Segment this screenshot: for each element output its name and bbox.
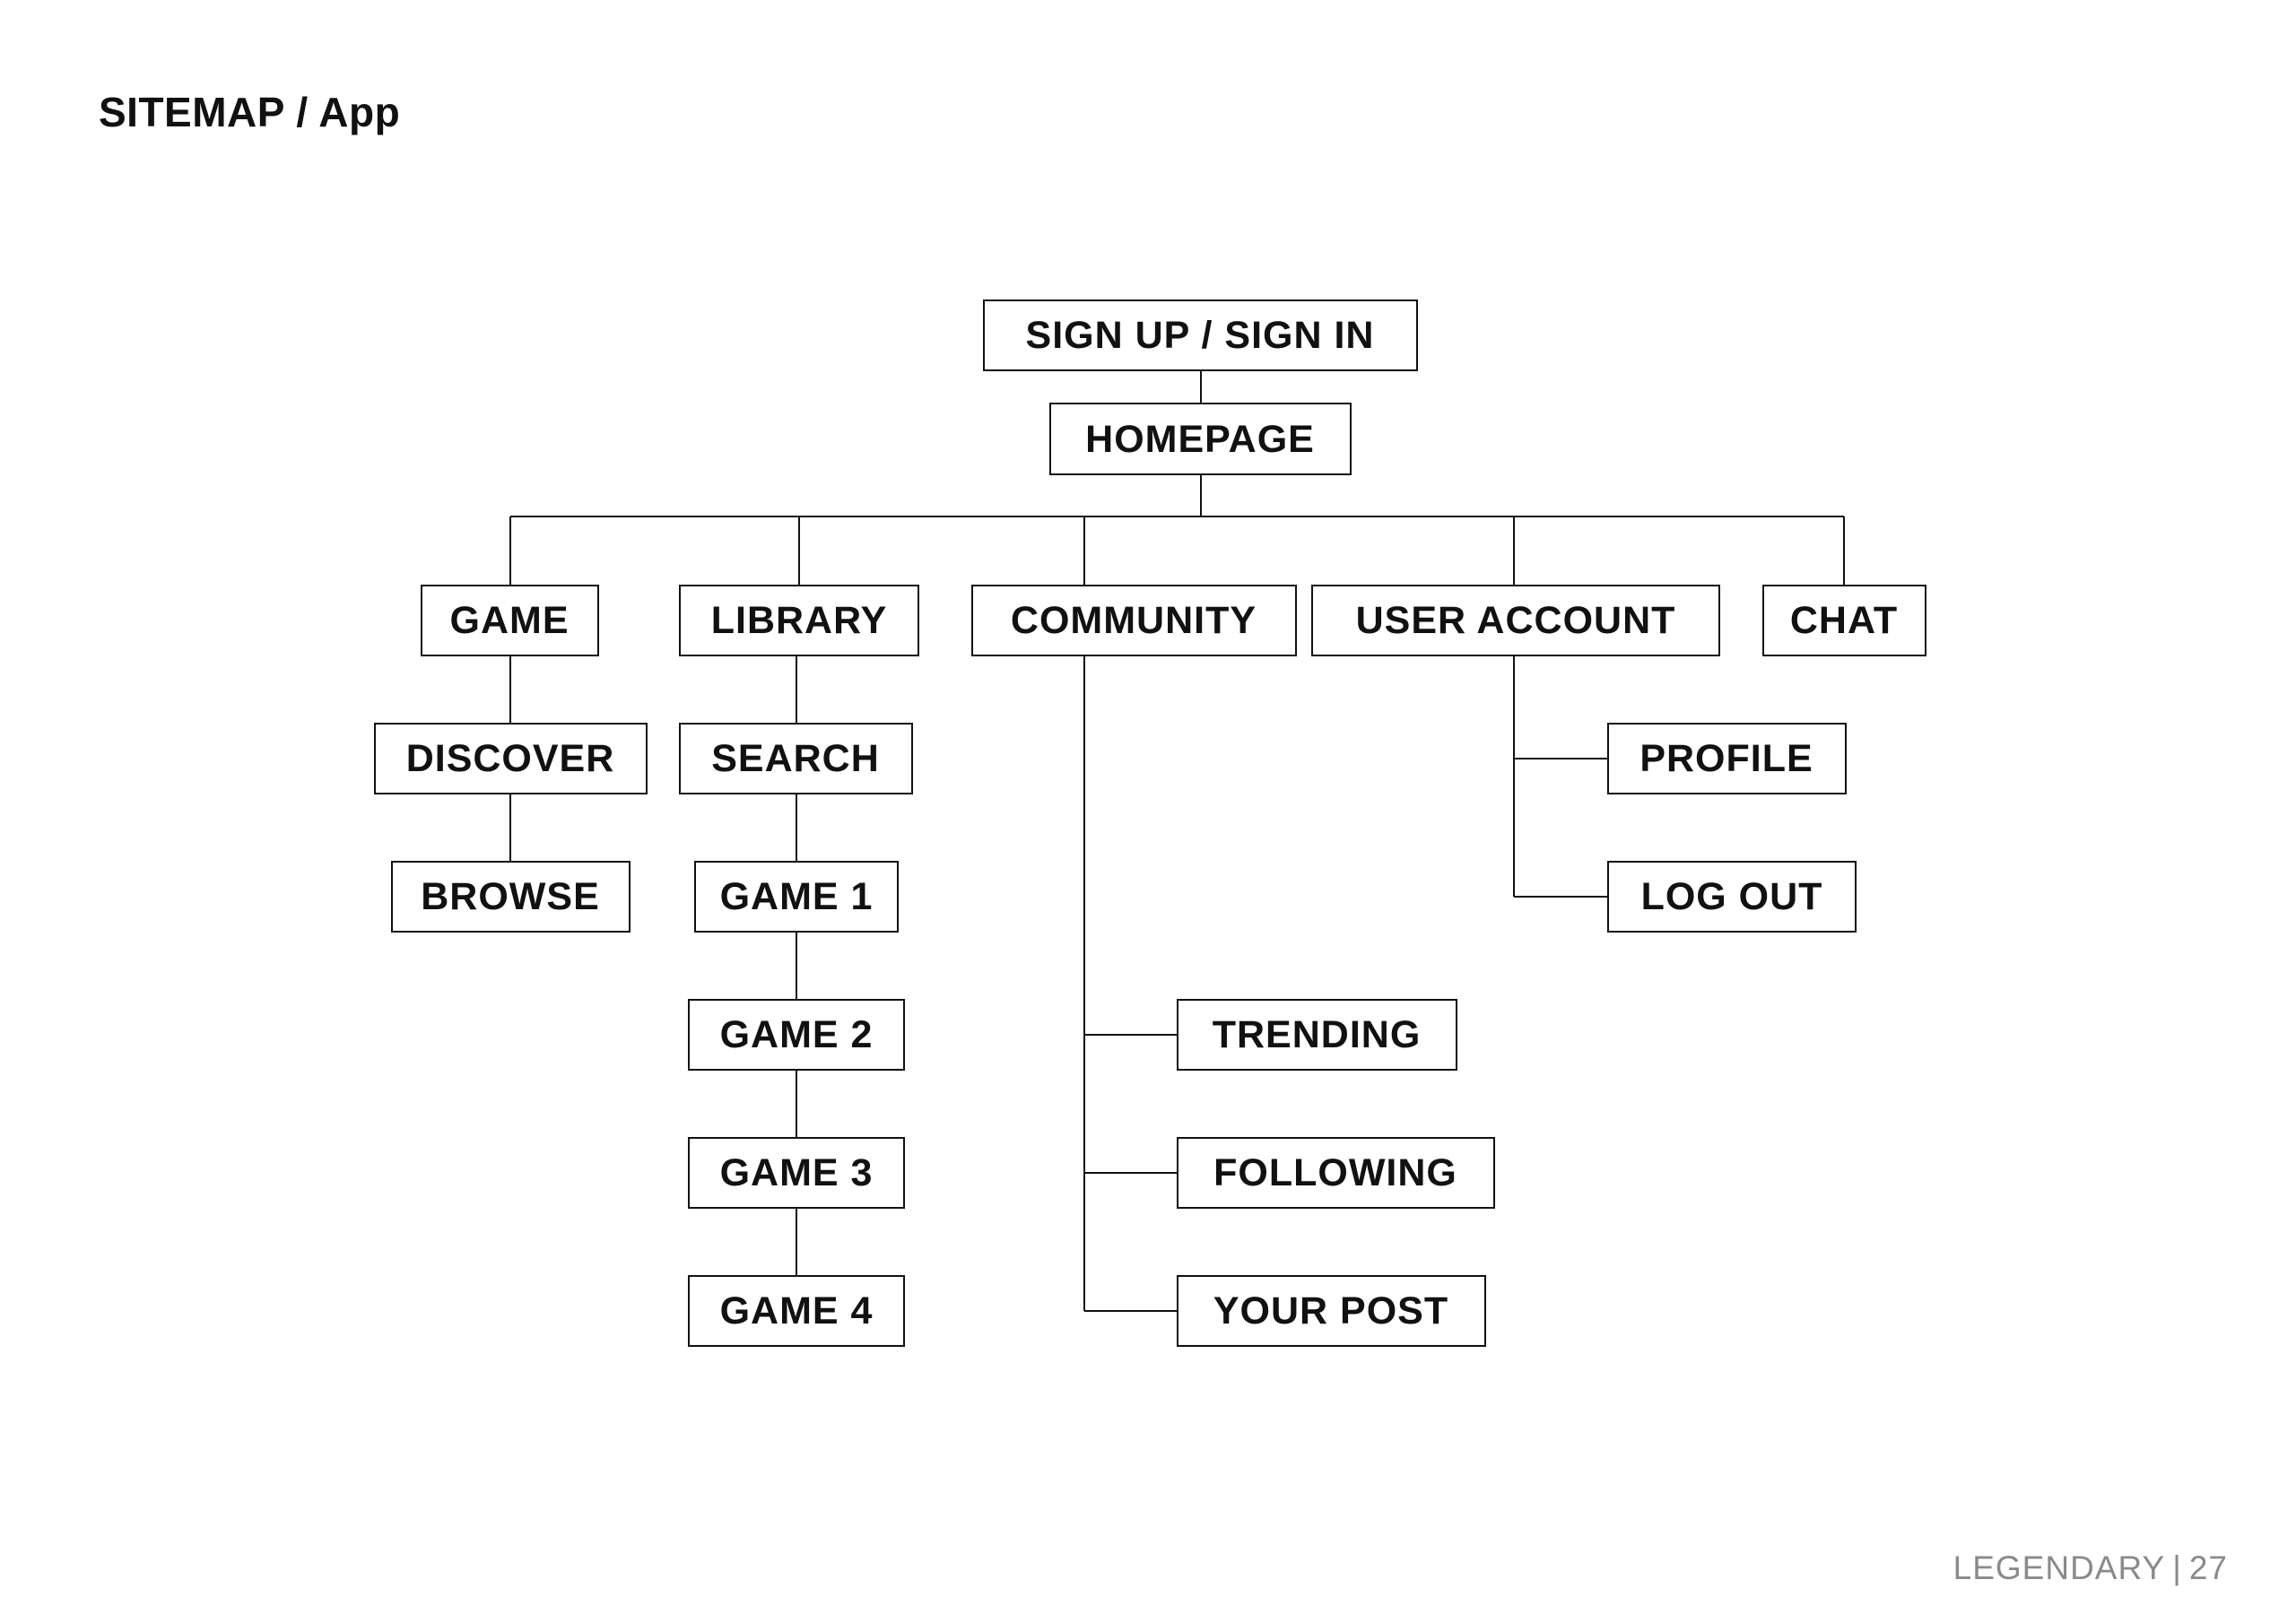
node-your-post: YOUR POST	[1177, 1275, 1486, 1347]
node-chat: CHAT	[1762, 585, 1926, 656]
brand-name: LEGENDARY	[1952, 1549, 2166, 1586]
node-label: GAME	[450, 599, 570, 642]
page-footer: LEGENDARY|27	[1953, 1549, 2228, 1587]
node-label: CHAT	[1790, 599, 1898, 642]
node-label: SIGN UP / SIGN IN	[1026, 314, 1375, 357]
node-label: LOG OUT	[1641, 875, 1823, 918]
connectors	[509, 370, 1845, 1312]
node-discover: DISCOVER	[374, 723, 648, 794]
node-library: LIBRARY	[679, 585, 919, 656]
node-following: FOLLOWING	[1177, 1137, 1495, 1209]
node-browse: BROWSE	[391, 861, 631, 933]
page-number: 27	[2188, 1549, 2228, 1586]
node-game-2: GAME 2	[688, 999, 905, 1071]
node-label: TRENDING	[1213, 1013, 1422, 1056]
node-label: BROWSE	[421, 875, 600, 918]
node-label: GAME 2	[720, 1013, 874, 1056]
node-homepage: HOMEPAGE	[1049, 403, 1352, 475]
node-user-account: USER ACCOUNT	[1311, 585, 1720, 656]
page-title: SITEMAP / App	[99, 89, 401, 135]
node-label: DISCOVER	[406, 737, 615, 780]
node-log-out: LOG OUT	[1607, 861, 1857, 933]
node-label: LIBRARY	[711, 599, 888, 642]
node-label: GAME 3	[720, 1151, 874, 1194]
node-label: GAME 4	[720, 1289, 874, 1332]
node-label: COMMUNITY	[1011, 599, 1257, 642]
node-community: COMMUNITY	[971, 585, 1297, 656]
node-label: YOUR POST	[1213, 1289, 1448, 1332]
footer-separator: |	[2172, 1549, 2182, 1586]
node-search: SEARCH	[679, 723, 913, 794]
node-label: GAME 1	[720, 875, 874, 918]
node-game-4: GAME 4	[688, 1275, 905, 1347]
node-label: FOLLOWING	[1213, 1151, 1457, 1194]
node-game-1: GAME 1	[694, 861, 899, 933]
node-sign-up-sign-in: SIGN UP / SIGN IN	[983, 299, 1418, 371]
node-label: HOMEPAGE	[1085, 418, 1315, 461]
node-game: GAME	[421, 585, 599, 656]
node-profile: PROFILE	[1607, 723, 1847, 794]
node-label: SEARCH	[711, 737, 880, 780]
node-label: PROFILE	[1639, 737, 1813, 780]
node-label: USER ACCOUNT	[1356, 599, 1676, 642]
node-game-3: GAME 3	[688, 1137, 905, 1209]
node-trending: TRENDING	[1177, 999, 1457, 1071]
